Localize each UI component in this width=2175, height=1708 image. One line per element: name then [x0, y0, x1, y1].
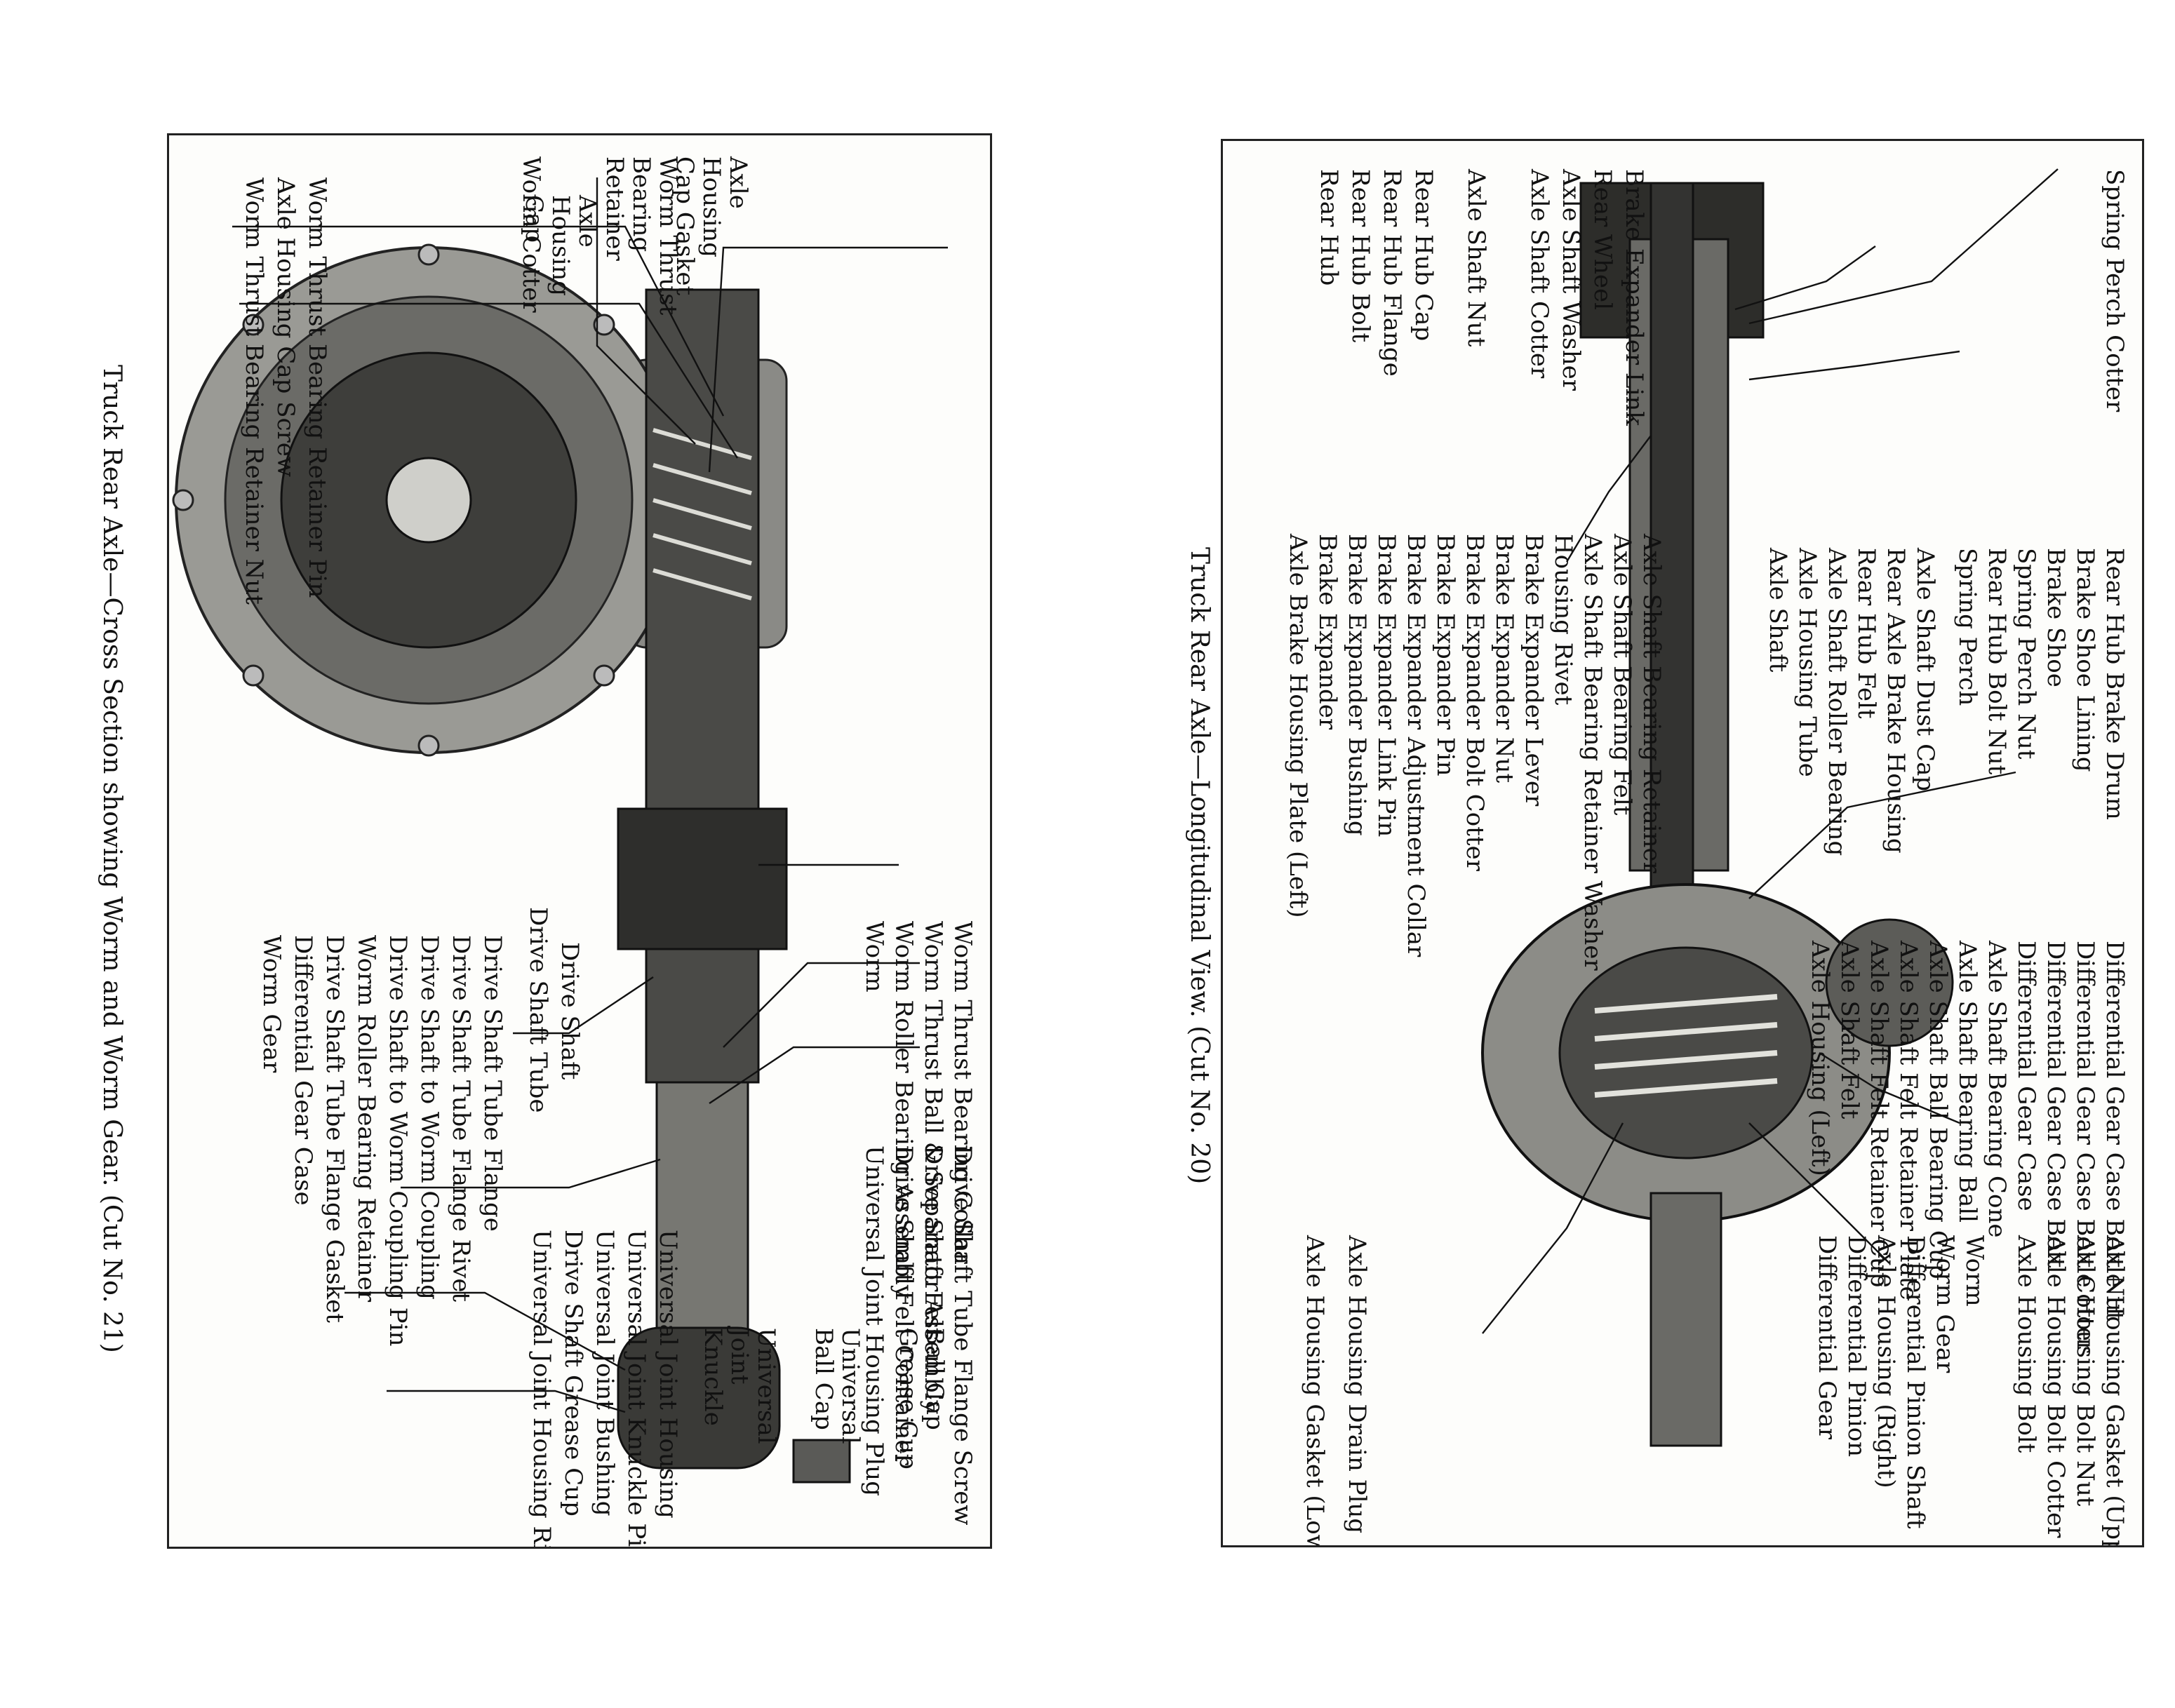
label-axle-shaft-ball-bearing-cup: Axle Shaft Ball Bearing Cup [1924, 941, 1952, 1279]
label-axle-housing-right: Axle Housing (Right) [1872, 1235, 1900, 1488]
label-worm-thrust-bearing-retainer: Worm Thrust Bearing Retainer [601, 156, 682, 316]
label-worm-roller-bearing-retainer: Worm Roller Bearing Retainer [352, 935, 380, 1303]
label-drive-shaft: Drive Shaft [556, 942, 584, 1080]
label-brake-expander-lever: Brake Expander Lever [1520, 534, 1548, 807]
label-axle-shaft-bearing-retainer-washer: Axle Shaft Bearing Retainer Washer [1579, 534, 1607, 971]
label-axle-housing-gasket-lower: Axle Housing Gasket (Lower) [1301, 1235, 1329, 1547]
label-brake-shoe: Brake Shoe [2042, 548, 2070, 687]
label-axle-housing-left: Axle Housing (Left) [1806, 941, 1834, 1176]
label-rear-axle-brake-housing: Rear Axle Brake Housing [1882, 548, 1910, 854]
label-rear-hub-brake-drum: Rear Hub Brake Drum [2101, 548, 2129, 820]
label-housing-rivet: Housing Rivet [1549, 534, 1577, 706]
label-drive-shaft-tube-flange-rivet: Drive Shaft Tube Flange Rivet [447, 935, 475, 1303]
label-worm: Worm [1960, 1235, 1988, 1307]
label-rear-wheel: Rear Wheel [1588, 169, 1617, 311]
label-spring-perch-cotter: Spring Perch Cotter [2101, 169, 2129, 412]
label-axle-housing-bolt: Axle Housing Bolt [2012, 1235, 2040, 1453]
label-differential-gear-case-bolt: Differential Gear Case Bolt [2042, 941, 2070, 1268]
label-axle-shaft-bearing-cone: Axle Shaft Bearing Cone [1983, 941, 2011, 1238]
axle-illustration [1481, 168, 2059, 1447]
label-universal-joint-knuckle-pin: Universal Joint Knuckle Pin [622, 1230, 650, 1549]
label-worm-gear: Worm Gear [257, 935, 286, 1073]
caption-longitudinal: Truck Rear Axle—Longitudinal View. (Cut … [1185, 547, 1214, 1185]
label-axle-shaft-bearing-retainer: Axle Shaft Bearing Retainer [1638, 534, 1666, 873]
label-axle-shaft: Axle Shaft [1764, 548, 1792, 673]
label-rear-hub-flange: Rear Hub Flange [1378, 169, 1406, 377]
label-axle-shaft-felt: Axle Shaft Felt [1835, 941, 1863, 1119]
label-brake-expander-adjustment-collar: Brake Expander Adjustment Collar [1402, 534, 1430, 957]
label-axle-housing-tube: Axle Housing Tube [1793, 548, 1821, 777]
label-axle-housing-gasket-upper: Axle Housing Gasket (Upper) [2101, 1235, 2129, 1547]
label-axle-brake-housing-plate-left: Axle Brake Housing Plate (Left) [1284, 534, 1312, 918]
label-brake-expander-bushing: Brake Expander Bushing [1343, 534, 1371, 836]
label-drive-shaft-grease-cup: Drive Shaft Grease Cup [559, 1230, 587, 1517]
label-brake-expander-pin: Brake Expander Pin [1431, 534, 1459, 776]
label-drive-shaft-to-worm-coupling: Drive Shaft to Worm Coupling [415, 935, 443, 1300]
label-universal-ball-cap: Universal Ball Cap [810, 1328, 864, 1444]
longitudinal-rotated-frame: Spring Perch Cotter Rear Hub Rear Hub Bo… [1223, 141, 2142, 1545]
label-brake-expander: Brake Expander [1313, 534, 1341, 730]
label-ball-cap-grease-cup: Ball Cap Grease Cup [894, 1328, 949, 1470]
label-axle-shaft-washer: Axle Shaft Washer [1557, 169, 1585, 391]
label-worm-gear: Worm Gear [1931, 1235, 1959, 1373]
label-brake-expander-nut: Brake Expander Nut [1490, 534, 1518, 784]
label-worm: Worm [860, 921, 888, 993]
label-worm-thrust-bearing-retainer-pin: Worm Thrust Bearing Retainer Pin [303, 177, 331, 598]
label-spring-perch-nut: Spring Perch Nut [2012, 548, 2040, 760]
label-drive-shaft-tube-flange-gasket: Drive Shaft Tube Flange Gasket [321, 935, 349, 1323]
cross-section-panel: Axle Housing Cap Gasket Worm Thrust Bear… [167, 133, 992, 1549]
label-axle-housing-bolt-nut: Axle Housing Bolt Nut [2071, 1235, 2099, 1507]
label-rear-hub-cap: Rear Hub Cap [1410, 169, 1438, 342]
label-universal-joint-housing-plug: Universal Joint Housing Plug [860, 1145, 888, 1496]
worm-gear-end [1825, 918, 1954, 1047]
label-drive-shaft-tube: Drive Shaft Tube [524, 907, 552, 1113]
label-axle-shaft-nut: Axle Shaft Nut [1462, 169, 1490, 347]
caption-cross-section: Truck Rear Axle—Cross Section showing Wo… [98, 365, 126, 1353]
label-drive-shaft-tube-flange-screw: Drive Shaft Tube Flange Screw [949, 1145, 977, 1526]
label-differential-gear: Differential Gear [1813, 1235, 1841, 1439]
label-drive-shaft-to-worm-coupling-pin: Drive Shaft to Worm Coupling Pin [384, 935, 412, 1347]
label-brake-expander-link-pin: Brake Expander Link Pin [1372, 534, 1400, 838]
label-differential-pinion: Differential Pinion [1842, 1235, 1871, 1458]
label-axle-housing-drain-plug: Axle Housing Drain Plug [1343, 1235, 1371, 1534]
label-brake-shoe-lining: Brake Shoe Lining [2071, 548, 2099, 772]
label-differential-pinion-shaft: Differential Pinion Shaft [1901, 1235, 1929, 1529]
label-brake-expander-link: Brake Expander Link [1620, 169, 1648, 426]
label-axle-housing-bolt-cotter: Axle Housing Bolt Cotter [2042, 1235, 2070, 1538]
label-axle-shaft-bearing-ball: Axle Shaft Bearing Ball [1953, 941, 1981, 1223]
label-axle-shaft-roller-bearing: Axle Shaft Roller Bearing [1823, 548, 1851, 856]
label-axle-shaft-bearing-felt: Axle Shaft Bearing Felt [1608, 534, 1636, 816]
label-worm-cotter: Worm Cotter [517, 156, 545, 313]
worm-gear-illustration [172, 177, 948, 1484]
longitudinal-panel: Spring Perch Cotter Rear Hub Rear Hub Bo… [1221, 139, 2144, 1547]
label-differential-gear-case: Differential Gear Case [289, 935, 317, 1206]
label-universal-joint-housing: Universal Joint Housing [654, 1230, 682, 1519]
label-axle-housing-cap-gasket: Axle Housing Cap Gasket [671, 156, 752, 296]
label-spring-perch: Spring Perch [1953, 548, 1981, 706]
label-rear-hub-bolt: Rear Hub Bolt [1346, 169, 1374, 343]
label-brake-expander-bolt-cotter: Brake Expander Bolt Cotter [1461, 534, 1489, 871]
cross-section-rotated-frame: Axle Housing Cap Gasket Worm Thrust Bear… [169, 135, 990, 1547]
label-drive-shaft-tube-flange: Drive Shaft Tube Flange [479, 935, 507, 1232]
label-universal-joint-knuckle: Universal Joint Knuckle [699, 1328, 780, 1444]
label-universal-joint-bushing: Universal Joint Bushing [591, 1230, 619, 1517]
label-axle-shaft-dust-cap: Axle Shaft Dust Cap [1911, 548, 1939, 792]
worm-shaft [645, 288, 760, 1084]
label-rear-hub-felt: Rear Hub Felt [1852, 548, 1880, 719]
label-differential-gear-case: Differential Gear Case [2012, 941, 2040, 1211]
label-drive-shaft-felt: Drive Shaft Felt [919, 1145, 947, 1338]
label-axle-housing-cap-screw: Axle Housing Cap Screw [272, 177, 300, 478]
label-universal-joint-housing-rivet: Universal Joint Housing Rivet [528, 1230, 556, 1549]
label-worm-thrust-bearing-retainer-nut: Worm Thrust Bearing Retainer Nut [240, 177, 268, 605]
universal-joint-housing [617, 1326, 781, 1470]
label-rear-hub: Rear Hub [1315, 169, 1343, 286]
label-rear-hub-bolt-nut: Rear Hub Bolt Nut [1983, 548, 2011, 775]
label-axle-shaft-cotter: Axle Shaft Cotter [1525, 169, 1553, 379]
